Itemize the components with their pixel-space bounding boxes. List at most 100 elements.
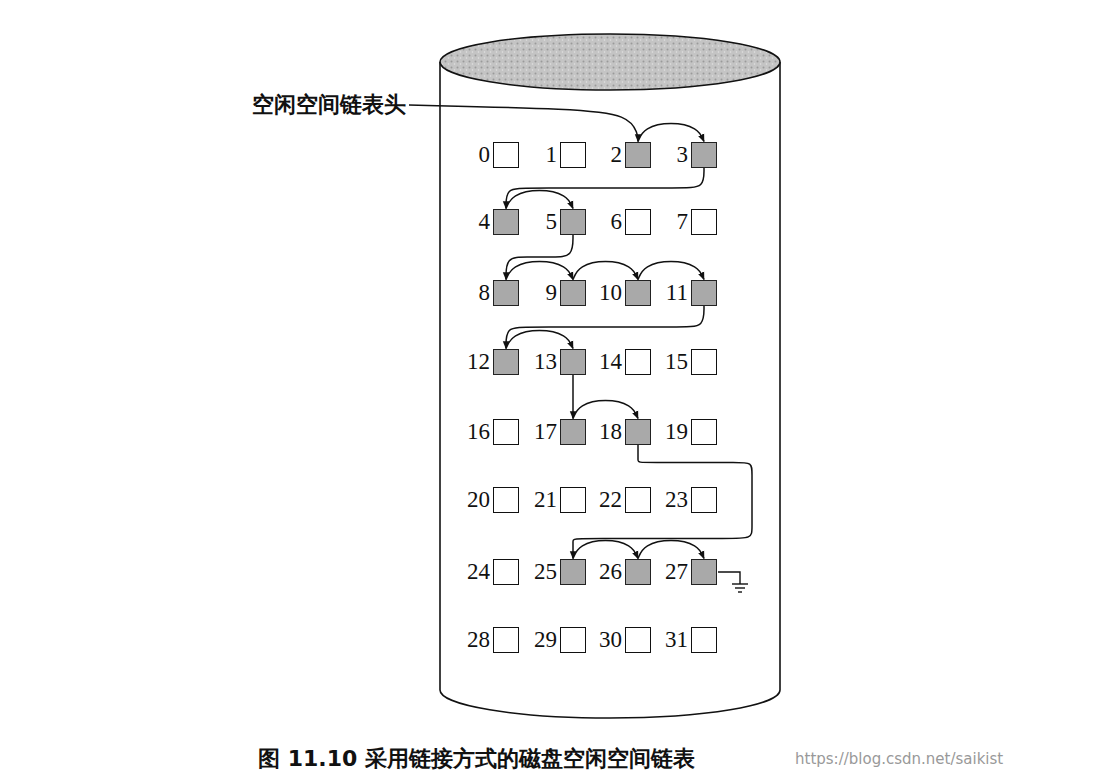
free-block-square [625,142,651,168]
free-block-square [691,559,717,585]
disk-block: 12 [467,349,519,375]
free-list-link [572,375,574,419]
free-block-square [625,280,651,306]
block-number: 26 [599,560,622,583]
watermark: https://blog.csdn.net/saikist [795,750,1003,768]
block-number: 1 [546,143,558,166]
disk-block: 3 [677,142,718,168]
block-number: 25 [534,560,557,583]
free-block-square [493,349,519,375]
disk-block: 6 [611,209,652,235]
block-number: 19 [665,420,688,443]
cylinder-wall [779,62,781,690]
block-number: 10 [599,281,622,304]
block-square [625,627,651,653]
disk-block: 4 [479,209,520,235]
block-number: 9 [546,281,558,304]
disk-block: 19 [665,419,717,445]
free-block-square [560,280,586,306]
disk-block: 2 [611,142,652,168]
block-square [493,627,519,653]
block-square [691,419,717,445]
block-number: 8 [479,281,491,304]
block-number: 0 [479,143,491,166]
block-square [560,627,586,653]
block-square [691,627,717,653]
list-head-label: 空闲空间链表头 [252,90,406,120]
block-number: 6 [611,210,623,233]
block-square [625,209,651,235]
block-number: 23 [665,488,688,511]
disk-block: 5 [546,209,587,235]
block-square [625,487,651,513]
cylinder-bottom [440,690,780,718]
block-number: 20 [467,488,490,511]
disk-block: 25 [534,559,586,585]
free-list-link [506,306,704,349]
disk-block: 16 [467,419,519,445]
free-list-link [506,331,573,349]
free-block-square [560,349,586,375]
block-number: 16 [467,420,490,443]
block-square [493,559,519,585]
disk-block: 23 [665,487,717,513]
free-list-link [573,262,638,280]
block-number: 2 [611,143,623,166]
free-block-square [625,419,651,445]
disk-block: 7 [677,209,718,235]
block-number: 18 [599,420,622,443]
block-square [691,349,717,375]
block-number: 30 [599,628,622,651]
block-number: 27 [665,560,688,583]
free-block-square [691,142,717,168]
disk-block: 18 [599,419,651,445]
block-number: 7 [677,210,689,233]
block-number: 22 [599,488,622,511]
block-number: 28 [467,628,490,651]
block-number: 13 [534,350,557,373]
disk-block: 24 [467,559,519,585]
block-number: 17 [534,420,557,443]
disk-block: 29 [534,627,586,653]
block-number: 21 [534,488,557,511]
disk-block: 8 [479,280,520,306]
block-number: 15 [665,350,688,373]
block-number: 5 [546,210,558,233]
block-number: 12 [467,350,490,373]
block-square [560,142,586,168]
disk-block: 14 [599,349,651,375]
figure-caption: 图 11.10 采用链接方式的磁盘空闲空间链表 [258,744,695,774]
block-number: 14 [599,350,622,373]
free-list-link [573,445,752,559]
block-number: 29 [534,628,557,651]
disk-block: 22 [599,487,651,513]
free-list-link [506,191,573,209]
block-square [560,487,586,513]
free-block-square [560,559,586,585]
disk-block: 28 [467,627,519,653]
disk-block: 11 [666,280,717,306]
disk-block: 1 [546,142,587,168]
block-square [625,349,651,375]
block-number: 11 [666,281,688,304]
cylinder-wall [439,62,441,690]
block-square [691,209,717,235]
free-block-square [691,280,717,306]
block-square [691,487,717,513]
free-list-link [506,235,573,280]
free-block-square [560,419,586,445]
free-list-link [573,401,638,419]
list-head-pointer [409,105,638,142]
disk-block: 15 [665,349,717,375]
disk-block: 13 [534,349,586,375]
free-list-link [506,262,573,280]
disk-block: 27 [665,559,717,585]
free-block-square [493,280,519,306]
free-list-link [638,262,704,280]
disk-block: 21 [534,487,586,513]
block-square [493,487,519,513]
